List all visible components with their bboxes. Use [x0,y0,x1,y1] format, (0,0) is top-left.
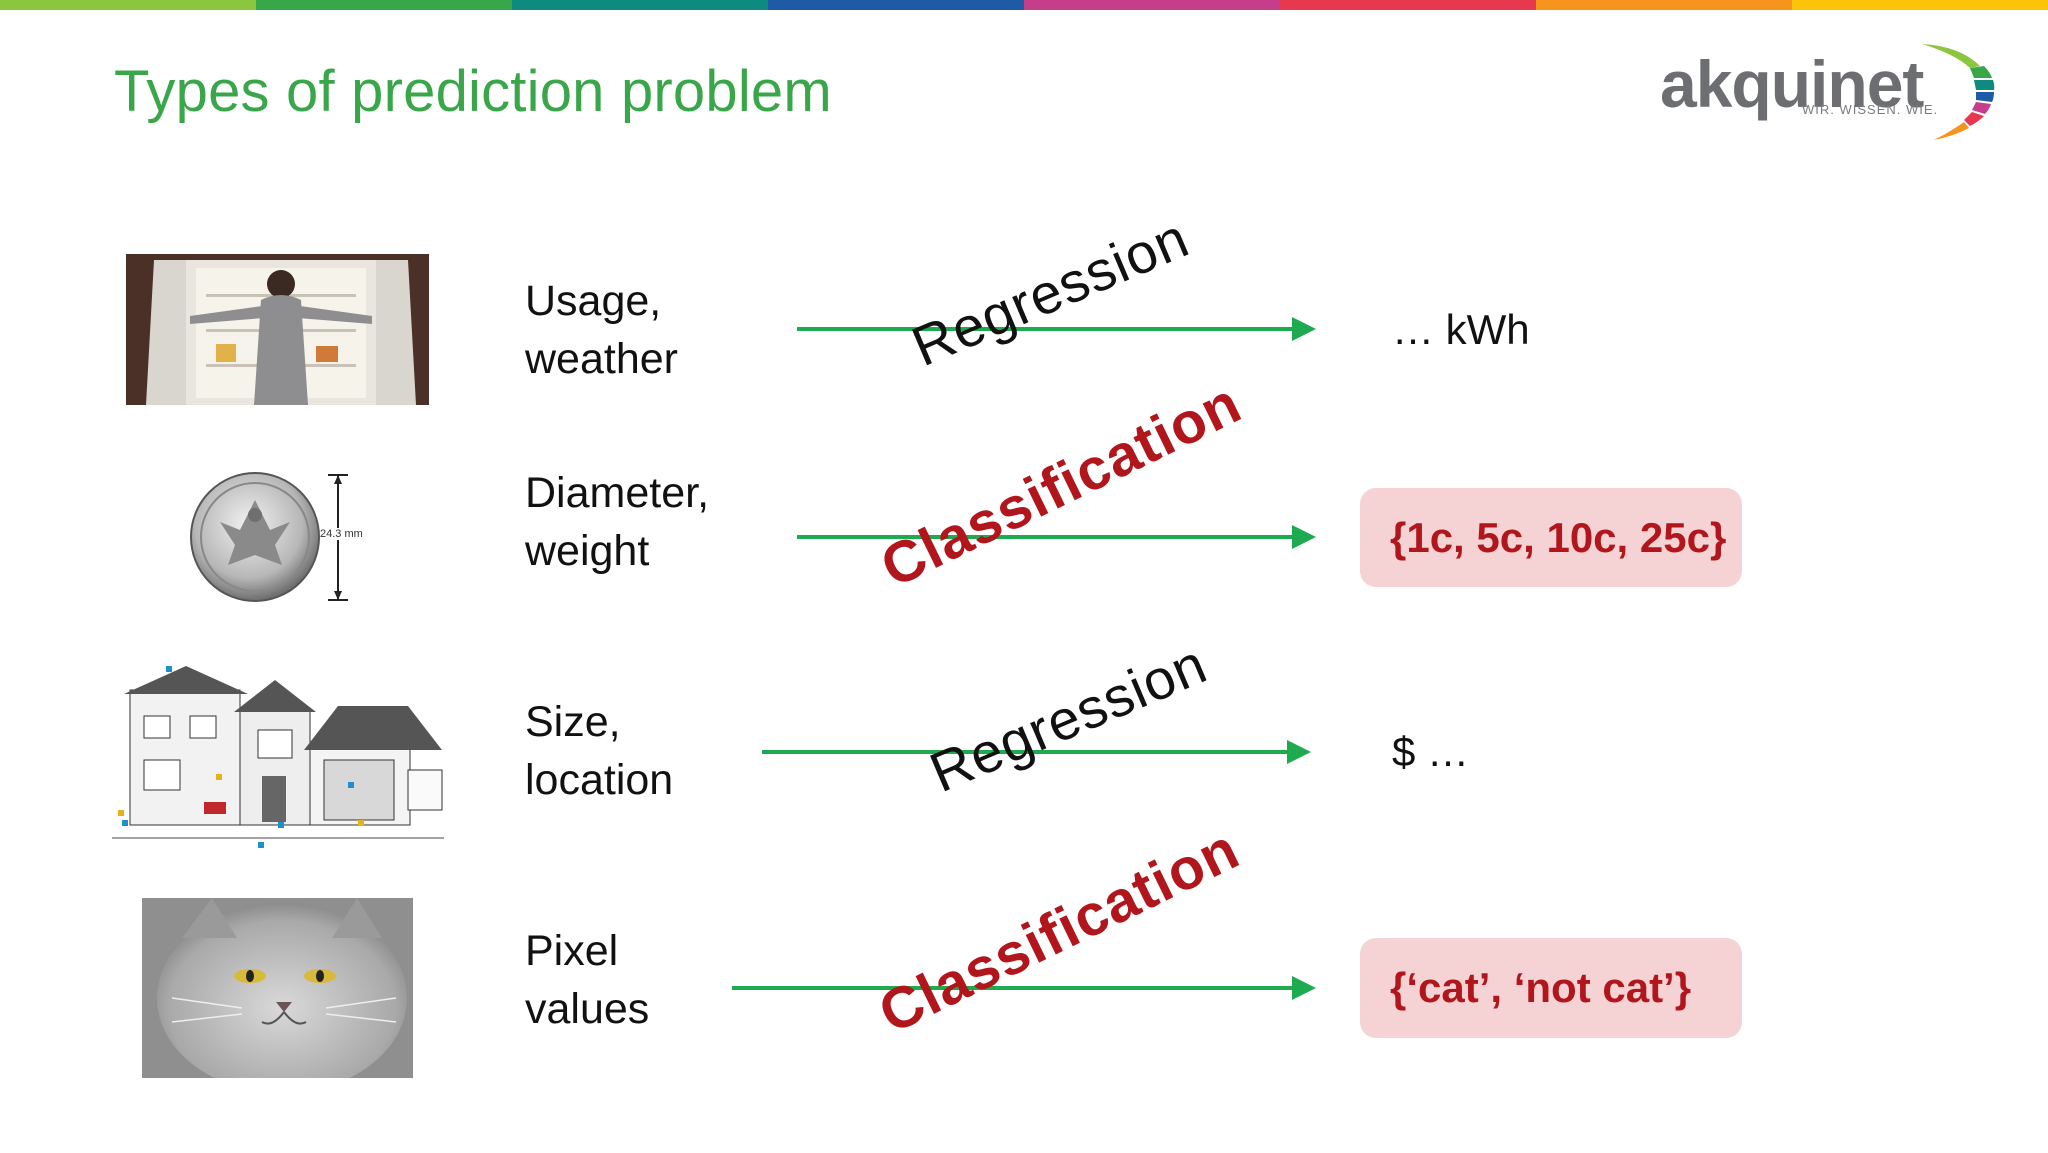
top-bar-segment [256,0,512,10]
logo-tagline: WIR. WISSEN. WIE. [1802,102,1939,117]
input-line: Size, [525,698,621,746]
output-class-box: {1c, 5c, 10c, 25c} [1360,488,1742,587]
input-label: Diameter, weight [525,464,709,580]
input-label: Pixel values [525,922,649,1038]
input-line: Pixel [525,927,619,975]
coin-photo-icon: 24.3 mm [180,470,380,605]
top-bar-segment [1792,0,2048,10]
output-value: … kWh [1392,306,1530,353]
output-class-box: {‘cat’, ‘not cat’} [1360,938,1742,1038]
logo-wordmark: akquinet [1660,47,1924,121]
cat-photo-icon [142,898,413,1078]
input-line: location [525,756,674,804]
logo-swoosh-icon [1922,44,1995,140]
top-bar-segment [1536,0,1792,10]
top-bar-segment [768,0,1024,10]
input-line: weight [525,527,650,575]
top-bar-segment [1024,0,1280,10]
top-color-bar [0,0,2048,10]
top-bar-segment [0,0,256,10]
top-bar-segment [1280,0,1536,10]
fridge-photo-icon [126,254,429,405]
input-line: values [525,985,650,1033]
input-line: weather [525,335,678,383]
input-label: Size, location [525,693,673,809]
arrow-row-2 [797,525,1316,549]
arrow-row-4 [732,976,1316,1000]
output-value: $ … [1392,728,1470,775]
arrow-row-1 [797,317,1316,341]
house-diagram-icon [108,660,448,850]
input-line: Usage, [525,277,662,325]
coin-diameter-caption: 24.3 mm [320,528,363,540]
top-bar-segment [512,0,768,10]
page-title: Types of prediction problem [114,59,832,124]
output-class-set: {‘cat’, ‘not cat’} [1390,964,1692,1011]
input-line: Diameter, [525,469,710,517]
company-logo: akquinet WIR. WISSEN. WIE. [1660,36,2000,146]
input-label: Usage, weather [525,272,678,388]
arrow-row-3 [762,740,1311,764]
output-class-set: {1c, 5c, 10c, 25c} [1390,513,1727,561]
